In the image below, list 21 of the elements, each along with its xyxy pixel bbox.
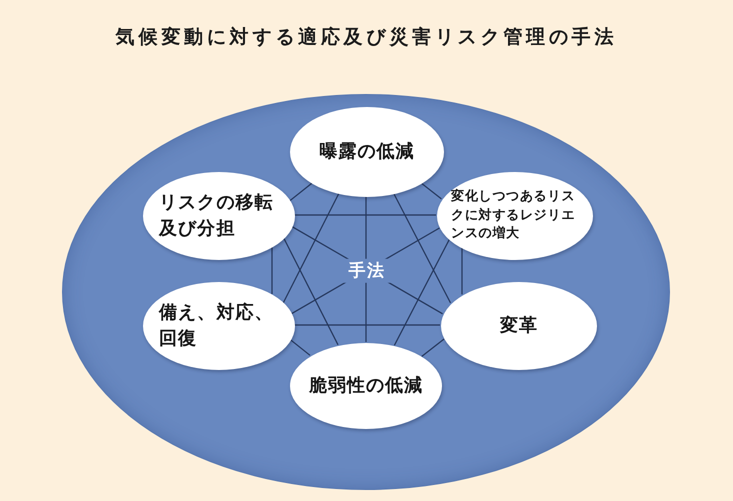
node-label: 備え、対応、回復	[159, 300, 275, 351]
diagram-title: 気候変動に対する適応及び災害リスク管理の手法	[116, 25, 618, 50]
node-label: 曝露の低減	[319, 140, 415, 164]
connector-line	[392, 192, 452, 304]
connector-line	[290, 338, 310, 356]
node-label: リスクの移転及び分担	[159, 190, 275, 241]
connector-line	[294, 214, 436, 216]
node-label: 脆弱性の低減	[308, 374, 424, 398]
node-label: 変革	[500, 314, 538, 338]
connector-line	[290, 182, 312, 202]
connector-line	[365, 196, 367, 342]
connector-line	[282, 237, 339, 346]
connector-line	[461, 248, 463, 294]
center-label: 手法	[342, 258, 392, 284]
connector-line	[394, 239, 450, 346]
connector-line	[420, 182, 442, 200]
node-label: 変化しつつあるリスクに対するレジリエンスの増大	[451, 188, 576, 244]
connector-line	[294, 324, 440, 326]
connector-line	[271, 246, 273, 294]
connector-line	[421, 338, 444, 357]
connector-line	[282, 192, 340, 303]
